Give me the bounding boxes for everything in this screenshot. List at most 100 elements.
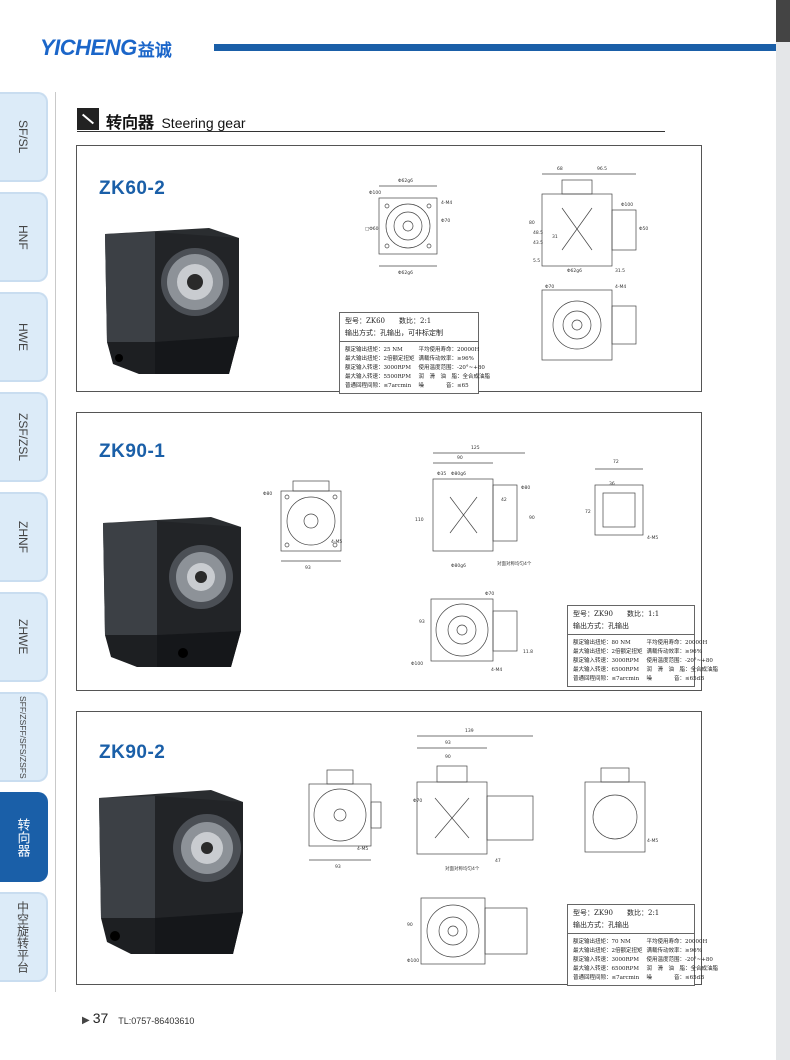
dim-label: Φ70 <box>413 798 422 804</box>
spec-cell: 最大输出扭矩：2倍额定扭矩 <box>345 356 415 362</box>
dim-label: 5.5 <box>533 258 540 264</box>
sidebar-tab[interactable]: 中空旋转平台 <box>0 892 48 982</box>
spec-cell: 平均使用寿命：20000H <box>646 640 708 646</box>
sidebar-tab[interactable]: SFF/ZSFF/SFS/ZSFS <box>0 692 48 782</box>
dim-label: Φ100 <box>369 190 381 196</box>
spec-cell: 使用温度范围：-20°~+80 <box>646 658 713 664</box>
spec-cell: 润 滑 油 脂：全合成油脂 <box>646 966 719 972</box>
technical-drawing: 139 93 90 Φ70 47 对面对称均匀4个 4-M5 4-M5 93 9… <box>308 728 658 965</box>
dim-label: 4-M4 <box>491 667 502 673</box>
dim-label: 4-M4 <box>615 284 626 290</box>
sidebar-tab[interactable]: 转向器 <box>0 792 48 882</box>
spec-cell: 满载传动效率：≥96% <box>646 948 702 954</box>
sidebar-tab[interactable]: HNF <box>0 192 48 282</box>
sidebar-tab-label: SF/SL <box>16 120 30 154</box>
product-photo <box>105 228 239 374</box>
dim-label: 93 <box>305 565 311 571</box>
spec-cell: 普通回程间隙：≤7arcmin <box>573 975 640 981</box>
dim-label: 139 <box>465 728 474 734</box>
spec-cell: 使用温度范围：-20°~+80 <box>646 957 713 963</box>
dim-label: Φ80 <box>263 491 272 497</box>
dim-label: 对面对称均匀4个 <box>445 865 480 872</box>
brand-logo: YICHENG 益诚 <box>40 35 172 61</box>
section-title-cn: 转向器 <box>106 113 155 132</box>
sidebar-tab[interactable]: ZHWE <box>0 592 48 682</box>
sidebar-tab-label: ZHWE <box>16 619 30 655</box>
dim-label: Φ80 <box>521 485 530 491</box>
spec-cell: 额定输入转速：3000RPM <box>345 365 411 371</box>
sidebar-tab-label: ZSF/ZSL <box>16 412 30 461</box>
sidebar-tab-label: HNF <box>16 224 30 250</box>
dim-label: 90 <box>457 455 463 461</box>
dim-label: 90 <box>529 515 535 521</box>
phone-number: TL:0757-86403610 <box>118 1016 195 1026</box>
dim-label: 48.5 <box>533 230 543 236</box>
right-edge-strip <box>776 0 790 1060</box>
product-panel-zk60-2: ZK60-2 <box>76 145 702 394</box>
spec-cell: 普通回程间隙：≤7arcmin <box>345 383 412 389</box>
model-name: ZK90-2 <box>99 742 166 763</box>
dim-label: 对面对称均匀4个 <box>497 560 532 567</box>
dim-label: 31.5 <box>615 268 625 274</box>
dim-label: 96.5 <box>597 166 607 172</box>
sidebar-tab-label: 转向器 <box>15 817 31 857</box>
dim-label: Φ100 <box>407 958 419 964</box>
technical-drawing: Φ62g6 Φ100 4-M4 Φ70 □Φ60 Φ62g6 68 96.5 Φ… <box>365 166 648 361</box>
spec-cell: 额定输入转速：3000RPM <box>573 658 639 664</box>
dim-label: Φ70 <box>545 284 554 290</box>
spec-output-line: 输出方式：孔输出，可非标定制 <box>345 329 443 337</box>
logo-latin-text: YICHENG <box>40 35 137 60</box>
spec-model-line: 型号：ZK90 数比：1:1 <box>573 610 660 618</box>
dim-label: 90 <box>445 754 451 760</box>
spec-cell: 额定输出扭矩：80 NM <box>573 640 631 646</box>
dim-label: 4-M5 <box>647 838 658 844</box>
spec-cell: 额定输出扭矩：70 NM <box>573 939 631 945</box>
section-underline <box>77 131 665 132</box>
dim-label: Φ70 <box>485 591 494 597</box>
footer-arrow-icon: ▶ <box>82 1015 90 1026</box>
sidebar-tab[interactable]: HWE <box>0 292 48 382</box>
dim-label: 80 <box>529 220 535 226</box>
sidebar-divider <box>55 92 56 992</box>
sidebar-tab-label: 中空旋转平台 <box>15 901 30 973</box>
dim-label: 72 <box>585 509 591 515</box>
spec-model-line: 型号：ZK90 数比：2:1 <box>573 909 660 917</box>
dim-label: 42 <box>501 497 507 503</box>
spec-table: 型号：ZK90 数比：1:1 输出方式：孔输出额定输出扭矩：80 NM 平均使用寿命… <box>567 605 718 687</box>
section-title: 转向器 Steering gear <box>106 109 246 133</box>
dim-label: 4-M5 <box>357 846 368 852</box>
spec-table: 型号：ZK90 数比：2:1 输出方式：孔输出额定输出扭矩：70 NM 平均使用寿命… <box>567 904 718 986</box>
dim-label: Φ100 <box>621 202 633 208</box>
spec-cell: 额定输出扭矩：25 NM <box>345 347 403 353</box>
section-title-en: Steering gear <box>161 115 246 131</box>
dim-label: 93 <box>419 619 425 625</box>
page-number: 37 <box>92 1010 109 1026</box>
spec-output-line: 输出方式：孔输出 <box>573 921 629 929</box>
header-bar <box>214 44 776 51</box>
dim-label: Φ62g6 <box>398 178 413 184</box>
spec-cell: 平均使用寿命：20000H <box>646 939 708 945</box>
spec-cell: 额定输入转速：3000RPM <box>573 957 639 963</box>
product-photo <box>103 517 241 667</box>
dim-label: 47 <box>495 858 501 864</box>
spec-cell: 润 滑 油 脂：全合成油脂 <box>418 374 491 380</box>
sidebar-tab[interactable]: SF/SL <box>0 92 48 182</box>
dim-label: 11.8 <box>523 649 533 655</box>
sidebar-tab[interactable]: ZHNF <box>0 492 48 582</box>
spec-output-line: 输出方式：孔输出 <box>573 622 629 630</box>
spec-cell: 满载传动效率：≥96% <box>646 649 702 655</box>
product-panel-zk90-2: ZK90-2 <box>76 711 718 986</box>
sidebar-tab[interactable]: ZSF/ZSL <box>0 392 48 482</box>
technical-drawing: Φ80 93 4-M5 125 90 Φ80g6 Φ35 Φ80 42 110 … <box>263 445 658 673</box>
section-arrow-icon <box>77 108 99 130</box>
dim-label: Φ62g6 <box>398 270 413 276</box>
dim-label: 110 <box>415 517 424 523</box>
spec-cell: 最大输出扭矩：2倍额定扭矩 <box>573 948 643 954</box>
dim-label: 4-M5 <box>331 539 342 545</box>
dim-label: Φ50 <box>639 226 648 232</box>
spec-cell: 平均使用寿命：20000H <box>418 347 480 353</box>
dim-label: 93 <box>335 864 341 870</box>
